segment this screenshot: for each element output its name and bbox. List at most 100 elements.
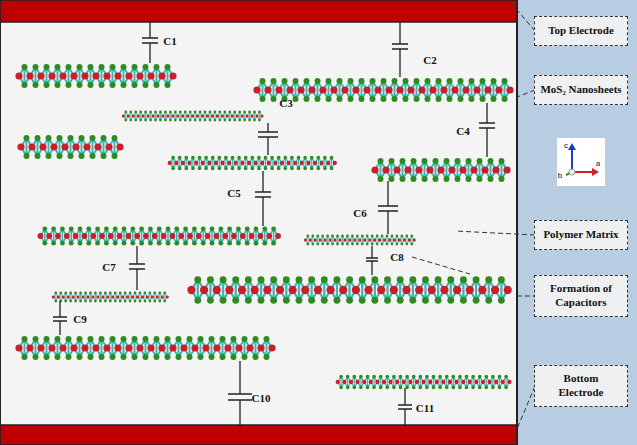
s-atom — [366, 243, 369, 246]
s-atom — [130, 241, 135, 246]
mo-atom — [491, 286, 499, 294]
s-atom — [422, 297, 429, 304]
s-atom — [198, 156, 202, 160]
s-atom — [370, 96, 376, 102]
s-atom — [169, 119, 172, 122]
s-atom — [194, 276, 201, 283]
axis-icon — [557, 138, 605, 186]
mos2-sheet — [15, 64, 176, 88]
s-atom — [204, 111, 207, 114]
s-atom — [90, 135, 96, 141]
mo-atom — [368, 238, 371, 241]
s-atom — [381, 78, 387, 84]
s-atom — [438, 375, 442, 379]
label-box: MoS₂ Nanosheets — [534, 75, 628, 105]
s-atom — [157, 226, 162, 231]
s-atom — [378, 158, 384, 164]
mo-atom — [326, 161, 330, 165]
box-text: Bottom Electrode — [540, 372, 622, 400]
s-atom — [315, 96, 321, 102]
mo-atom — [15, 344, 22, 351]
s-atom — [219, 111, 222, 114]
mo-atom — [235, 344, 242, 351]
s-atom — [187, 336, 193, 342]
s-atom — [223, 111, 226, 114]
capacitor-label: C7 — [102, 262, 115, 273]
s-atom — [316, 235, 319, 238]
mo-atom — [106, 295, 109, 298]
s-atom — [403, 96, 409, 102]
s-atom — [129, 292, 132, 295]
s-atom — [119, 292, 122, 295]
s-atom — [148, 226, 153, 231]
s-atom — [144, 292, 147, 295]
bond-lines — [123, 112, 262, 120]
mo-atom — [114, 72, 121, 79]
top-electrode — [0, 0, 517, 22]
s-atom — [460, 276, 467, 283]
s-atom — [361, 235, 364, 238]
s-atom — [214, 111, 217, 114]
s-atom — [351, 243, 354, 246]
s-atom — [243, 111, 246, 114]
s-atom — [359, 276, 366, 283]
s-atom — [104, 226, 109, 231]
s-atom — [35, 153, 41, 159]
s-atom — [224, 156, 228, 160]
s-atom — [22, 354, 28, 360]
s-atom — [499, 158, 505, 164]
s-atom — [164, 119, 167, 122]
s-atom — [504, 375, 508, 379]
s-atom — [473, 276, 480, 283]
mo-atom — [355, 380, 359, 384]
s-atom — [425, 78, 431, 84]
mo-atom — [134, 233, 140, 239]
s-atom — [346, 386, 350, 390]
s-atom — [68, 135, 74, 141]
s-atom — [84, 300, 87, 303]
mo-atom — [413, 238, 416, 241]
s-atom — [478, 386, 482, 390]
s-atom — [447, 96, 453, 102]
s-atom — [485, 375, 489, 379]
s-atom — [178, 167, 182, 171]
label-box: Top Electrode — [534, 16, 628, 46]
mo-atom — [275, 233, 281, 239]
s-atom — [154, 354, 160, 360]
mo-atom — [92, 344, 99, 351]
s-atom — [458, 386, 462, 390]
mo-atom — [363, 238, 366, 241]
mo-atom — [273, 161, 277, 165]
mo-atom — [214, 161, 218, 165]
s-atom — [422, 276, 429, 283]
s-atom — [466, 176, 472, 182]
mo-atom — [81, 295, 84, 298]
mo-atom — [448, 166, 455, 173]
s-atom — [163, 292, 166, 295]
s-atom — [66, 64, 72, 70]
s-atom — [251, 167, 255, 171]
s-atom — [69, 300, 72, 303]
s-atom — [163, 300, 166, 303]
s-atom — [51, 226, 56, 231]
mo-atom — [385, 86, 392, 93]
mo-atom — [170, 233, 176, 239]
s-atom — [293, 96, 299, 102]
mos2-sheet — [371, 158, 510, 182]
s-atom — [244, 156, 248, 160]
s-atom — [55, 64, 61, 70]
s-atom — [257, 167, 261, 171]
mo-atom — [48, 344, 55, 351]
mo-atom — [231, 233, 237, 239]
s-atom — [253, 119, 256, 122]
s-atom — [209, 354, 215, 360]
s-atom — [231, 336, 237, 342]
s-atom — [386, 235, 389, 238]
axis-label: a — [596, 160, 600, 168]
s-atom — [308, 276, 315, 283]
s-atom — [144, 119, 147, 122]
mo-atom — [378, 238, 381, 241]
polymer-matrix — [0, 0, 517, 445]
mo-atom — [99, 233, 105, 239]
s-atom — [204, 167, 208, 171]
